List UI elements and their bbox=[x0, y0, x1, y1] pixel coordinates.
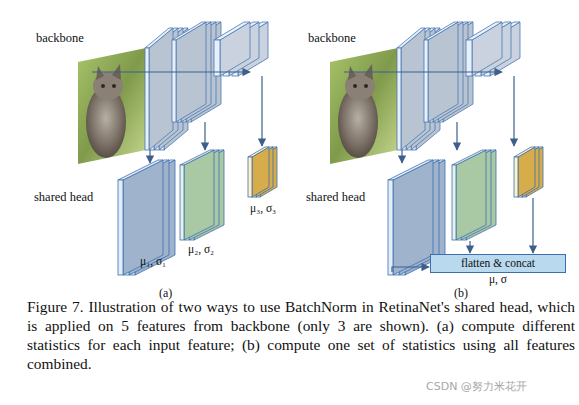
slab-side bbox=[184, 150, 214, 240]
slab-front bbox=[424, 40, 428, 122]
slab-top bbox=[248, 147, 269, 157]
slab-front bbox=[397, 48, 401, 150]
backbone-stage bbox=[214, 22, 268, 76]
head-feature bbox=[180, 150, 224, 240]
watermark: CSDN @努力米花开 bbox=[426, 380, 527, 394]
slab-top bbox=[452, 150, 486, 165]
flow-arrow bbox=[92, 71, 250, 72]
slab-top bbox=[466, 22, 502, 40]
feature-arrow bbox=[456, 122, 457, 150]
input-image bbox=[330, 48, 398, 164]
image-background bbox=[330, 48, 398, 164]
slab-side bbox=[149, 28, 173, 150]
slab-front bbox=[452, 165, 456, 240]
slab-top bbox=[172, 22, 206, 40]
backbone-stage bbox=[466, 22, 520, 76]
head-feature bbox=[452, 150, 496, 240]
statistics-label: μ₃, σ₃ bbox=[250, 201, 276, 215]
box-title: flatten & concat bbox=[431, 255, 565, 272]
feature-arrow bbox=[149, 150, 150, 163]
section-label: backbone bbox=[36, 31, 84, 45]
slab-front bbox=[466, 40, 472, 76]
cat-eye bbox=[364, 84, 368, 88]
slab-front bbox=[145, 48, 149, 150]
feature-arrow bbox=[261, 76, 262, 146]
merge-arrow bbox=[532, 198, 533, 253]
slab-top bbox=[424, 22, 458, 40]
image-background bbox=[78, 48, 146, 164]
section-label: backbone bbox=[308, 31, 356, 45]
slab-front bbox=[180, 165, 184, 240]
head-feature bbox=[514, 147, 543, 197]
slab-side bbox=[456, 150, 486, 240]
cat-ear bbox=[96, 66, 104, 80]
cat-eye bbox=[101, 84, 105, 88]
input-image bbox=[78, 48, 146, 164]
feature-arrow bbox=[204, 122, 205, 150]
merge-arrow bbox=[392, 267, 429, 272]
statistics-label: μ₁, σ₁ bbox=[140, 254, 166, 268]
slab-top bbox=[388, 160, 433, 180]
slab-top bbox=[180, 150, 214, 165]
slab-top bbox=[118, 160, 163, 180]
layer-stacks bbox=[78, 22, 543, 275]
feature-arrow bbox=[513, 76, 514, 146]
feature-arrow bbox=[401, 150, 402, 163]
slab-front bbox=[214, 40, 220, 76]
slab-front bbox=[118, 180, 123, 275]
cat-eye bbox=[353, 84, 357, 88]
slab-top bbox=[145, 28, 173, 48]
slab-top bbox=[214, 22, 250, 40]
head-feature bbox=[248, 147, 277, 197]
panel-label: (b) bbox=[454, 286, 468, 300]
section-label: shared head bbox=[34, 190, 93, 204]
cat-eye bbox=[112, 84, 116, 88]
slab-top bbox=[514, 147, 535, 157]
figure-caption: Figure 7. Illustration of two ways to us… bbox=[27, 297, 575, 373]
slab-front bbox=[388, 180, 393, 275]
slab-side bbox=[401, 28, 425, 150]
concat-box: flatten & concatμ, σ bbox=[430, 254, 566, 273]
merge-arrow bbox=[469, 241, 470, 253]
cat-ear bbox=[348, 66, 356, 80]
flow-arrow bbox=[344, 71, 502, 72]
statistics-label: μ, σ bbox=[431, 272, 565, 286]
section-label: shared head bbox=[306, 190, 365, 204]
head-feature bbox=[118, 160, 175, 275]
panel-label: (a) bbox=[159, 286, 172, 300]
slab-top bbox=[397, 28, 425, 48]
slab-front bbox=[172, 40, 176, 122]
slab-front bbox=[248, 157, 252, 197]
statistics-label: μ₂, σ₂ bbox=[188, 242, 214, 256]
slab-front bbox=[514, 157, 518, 197]
